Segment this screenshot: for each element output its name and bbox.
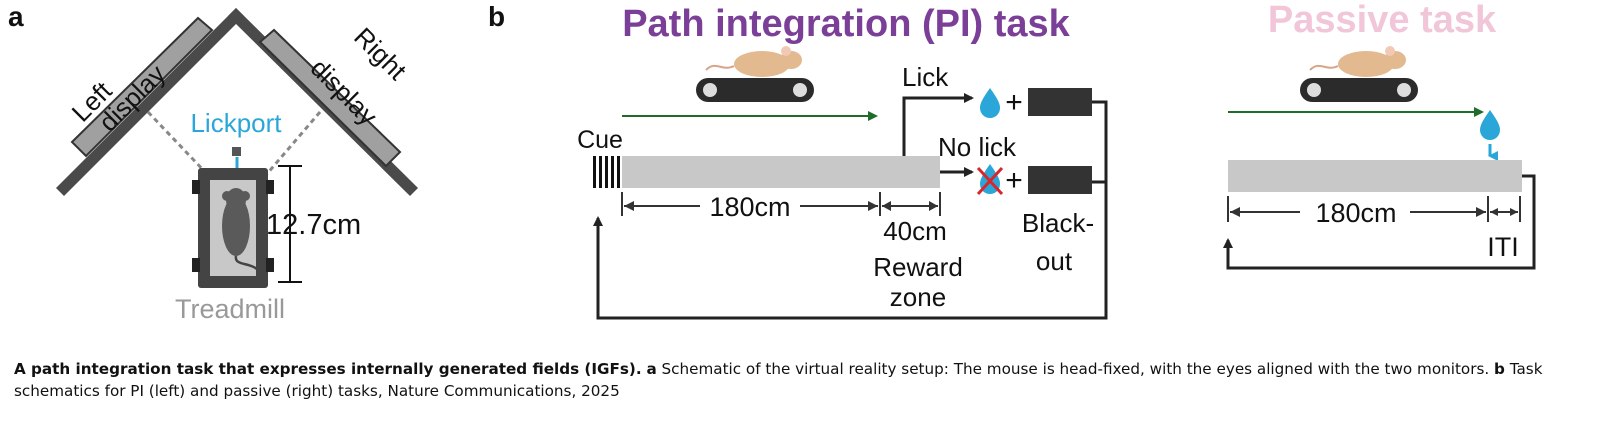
passive-loop-arrow [1223,174,1536,270]
passive-title: Passive task [1268,0,1497,41]
passive-water-drop-icon [1480,110,1500,140]
no-lick-blackout-box [1028,166,1092,194]
caption-b-label: b [1494,360,1505,378]
pi-loop-arrow [593,182,1108,320]
cue-grating [593,156,620,188]
caption-a-label: a [646,360,657,378]
pi-title: Path integration (PI) task [622,3,1070,45]
lickport-label: Lickport [190,108,282,138]
lickport-icon [232,147,241,156]
caption-b-text: Task schematics for PI (left) and passiv… [14,360,1543,400]
lick-branch-arrow [902,93,974,156]
left-view-line [146,110,230,198]
right-display [228,8,418,196]
pi-treadmill-icon [696,78,814,102]
figure-canvas: a Left display Right display Lickport 12… [8,0,1536,324]
mouse-top-view-icon [222,188,259,271]
iti-label: ITI [1487,232,1519,262]
blackout-label-2: out [1036,246,1073,276]
right-display-label-1: Right [348,22,413,87]
passive-treadmill-icon [1300,78,1418,102]
reward-zone-label-1: Reward [873,252,963,282]
lick-label: Lick [902,62,949,92]
pi-track [622,156,940,188]
pi-mouse-icon [705,46,802,77]
pi-merge-line [1092,100,1108,184]
passive-track [1228,160,1522,192]
passive-track-length: 180cm [1315,198,1396,228]
figure-caption: A path integration task that expresses i… [14,358,1574,402]
treadmill-label: Treadmill [175,294,285,324]
width-label: 12.7cm [266,209,361,241]
no-lick-plus: + [1005,164,1023,197]
passive-mouse-icon [1309,46,1406,77]
no-lick-label: No lick [938,132,1017,162]
panel-a-letter: a [8,1,24,32]
cue-label: Cue [577,126,623,154]
reward-zone-label-2: zone [890,282,946,312]
water-drop-icon [980,88,1000,118]
reward-zone-length: 40cm [883,216,947,246]
pi-track-length: 180cm [709,192,790,222]
lick-blackout-box [1028,88,1092,116]
left-display [56,8,244,196]
caption-a-text: Schematic of the virtual reality setup: … [656,360,1495,378]
blackout-label-1: Black- [1022,208,1094,238]
caption-title: A path integration task that expresses i… [14,360,642,378]
panel-b-letter: b [488,1,505,32]
lick-plus: + [1005,86,1023,119]
